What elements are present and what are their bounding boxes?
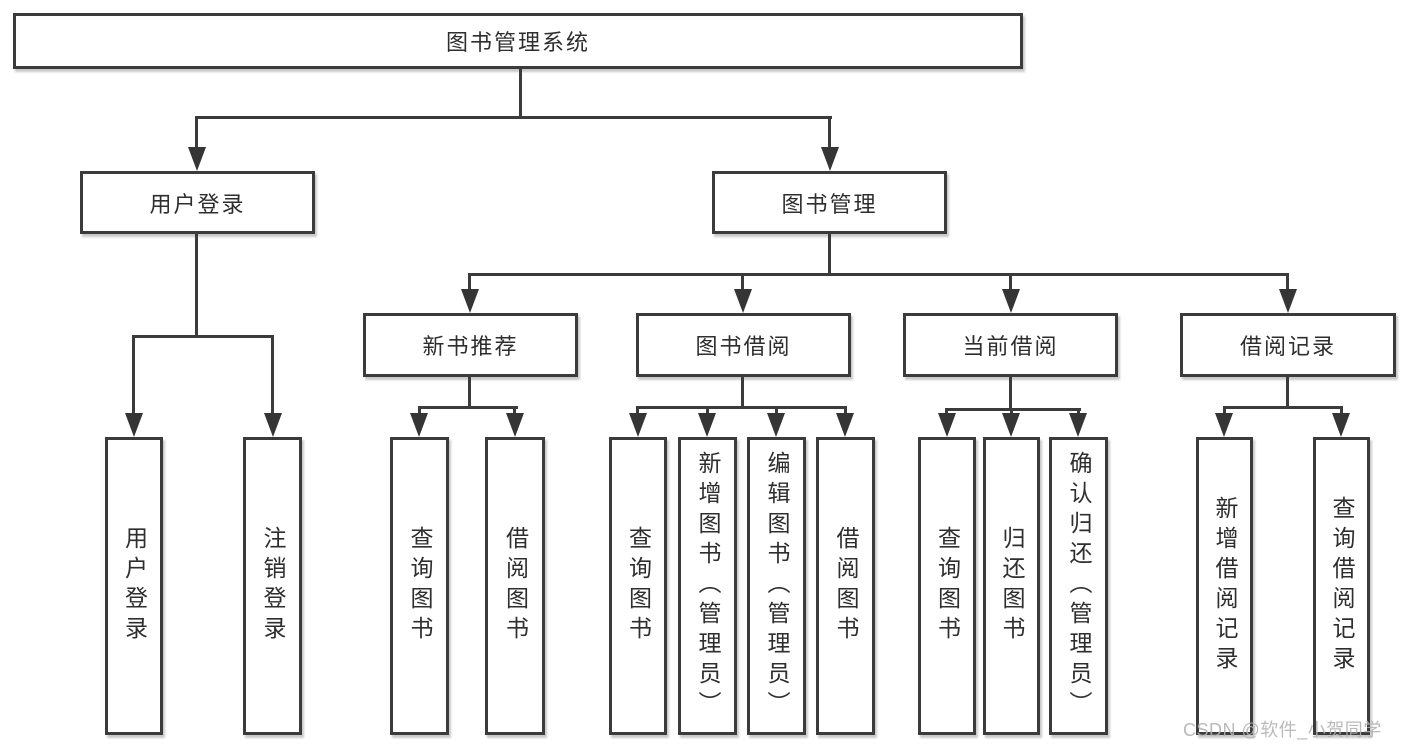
arrow-down-icon — [1332, 413, 1350, 437]
arrow-down-icon — [734, 289, 752, 313]
connector-line — [844, 406, 847, 416]
connector-line — [706, 406, 709, 416]
connector-line — [1009, 273, 1012, 293]
connector-line — [468, 273, 471, 293]
node-leaf-add-books-admin: 新增图书（管理员） — [678, 437, 737, 735]
connector-line — [1223, 406, 1343, 409]
connector-line — [636, 406, 847, 409]
node-leaf-add-borrow-record: 新增借阅记录 — [1196, 437, 1253, 735]
connector-line — [1010, 408, 1013, 416]
node-book-management: 图书管理 — [712, 171, 947, 234]
connector-line — [636, 406, 639, 416]
node-leaf-return-books: 归还图书 — [983, 437, 1040, 735]
connector-line — [945, 408, 948, 416]
connector-line — [418, 406, 421, 416]
arrow-down-icon — [938, 413, 956, 437]
connector-line — [775, 406, 778, 416]
arrow-down-icon — [461, 289, 479, 313]
arrow-down-icon — [767, 413, 785, 437]
node-leaf-user-login: 用户登录 — [105, 437, 163, 735]
node-user-login: 用户登录 — [80, 171, 315, 234]
connector-line — [828, 116, 831, 150]
connector-line — [468, 273, 1289, 276]
connector-line — [513, 406, 516, 416]
node-current-borrowing: 当前借阅 — [903, 313, 1118, 377]
node-leaf-edit-books-admin: 编辑图书（管理员） — [747, 437, 806, 735]
connector-line — [1286, 273, 1289, 293]
arrow-down-icon — [1069, 413, 1087, 437]
connector-line — [132, 335, 135, 416]
node-leaf-confirm-return-admin: 确认归还（管理员） — [1049, 437, 1108, 735]
csdn-watermark: CSDN @软件_小贺同学 — [1183, 720, 1382, 740]
connector-line — [741, 273, 744, 293]
arrow-down-icon — [1002, 413, 1020, 437]
node-leaf-logout: 注销登录 — [243, 437, 302, 735]
connector-line — [1077, 408, 1080, 416]
node-leaf-current-query-books: 查询图书 — [918, 437, 976, 735]
arrow-down-icon — [821, 147, 839, 171]
arrow-down-icon — [836, 413, 854, 437]
connector-line — [828, 234, 831, 276]
node-leaf-borrowing-query-books: 查询图书 — [609, 437, 667, 735]
node-new-book-recommend: 新书推荐 — [363, 313, 578, 377]
connector-line — [132, 335, 274, 338]
arrow-down-icon — [1279, 289, 1297, 313]
connector-line — [519, 69, 522, 119]
node-leaf-recommend-borrow-books: 借阅图书 — [485, 437, 545, 735]
node-book-borrowing: 图书借阅 — [636, 313, 851, 377]
connector-line — [418, 406, 518, 409]
arrow-down-icon — [188, 147, 206, 171]
connector-line — [1009, 377, 1012, 411]
node-root: 图书管理系统 — [13, 13, 1023, 69]
arrow-down-icon — [698, 413, 716, 437]
arrow-down-icon — [1215, 413, 1233, 437]
connector-line — [1286, 377, 1289, 409]
node-borrowing-records: 借阅记录 — [1180, 313, 1396, 377]
connector-line — [1340, 406, 1343, 416]
connector-line — [741, 377, 744, 409]
arrow-down-icon — [125, 413, 143, 437]
node-leaf-borrow-books: 借阅图书 — [816, 437, 875, 735]
connector-line — [195, 116, 832, 119]
arrow-down-icon — [506, 413, 524, 437]
connector-line — [271, 335, 274, 416]
arrow-down-icon — [1002, 289, 1020, 313]
arrow-down-icon — [264, 413, 282, 437]
connector-line — [195, 116, 198, 150]
connector-line — [945, 408, 1081, 411]
node-leaf-query-borrow-record: 查询借阅记录 — [1313, 437, 1370, 735]
connector-line — [195, 234, 198, 338]
arrow-down-icon — [410, 413, 428, 437]
node-leaf-recommend-query-books: 查询图书 — [390, 437, 449, 735]
connector-line — [1223, 406, 1226, 416]
arrow-down-icon — [629, 413, 647, 437]
connector-line — [468, 377, 471, 409]
